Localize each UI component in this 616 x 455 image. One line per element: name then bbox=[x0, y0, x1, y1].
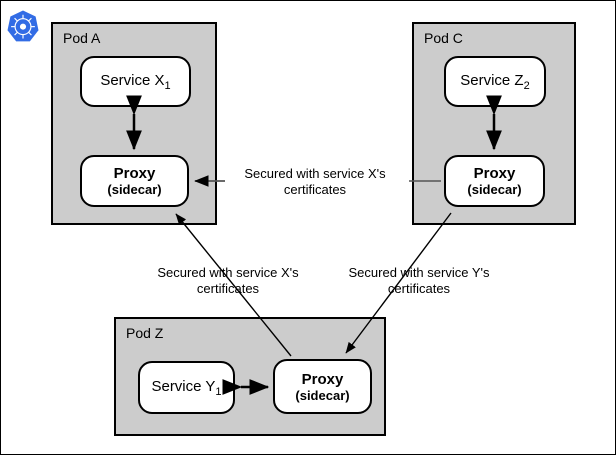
caption-secured-x-lower: Secured with service X's certificates bbox=[157, 265, 299, 297]
proxy-a-node[interactable]: Proxy (sidecar) bbox=[80, 155, 189, 207]
proxy-a-label: Proxy bbox=[113, 165, 156, 182]
pod-a-label: Pod A bbox=[63, 30, 101, 46]
proxy-c-label: Proxy bbox=[473, 165, 516, 182]
proxy-z-label: Proxy bbox=[301, 370, 344, 388]
caption-secured-y-lower: Secured with service Y's certificates bbox=[348, 265, 490, 297]
service-z2-label: Service Z2 bbox=[460, 71, 530, 92]
pod-z-label: Pod Z bbox=[126, 325, 164, 341]
proxy-z-sublabel: (sidecar) bbox=[295, 387, 350, 403]
service-x1-node[interactable]: Service X1 bbox=[80, 56, 191, 107]
kubernetes-logo-icon bbox=[7, 10, 39, 42]
service-x1-label: Service X1 bbox=[100, 71, 171, 92]
proxy-a-sublabel: (sidecar) bbox=[107, 182, 162, 197]
caption-secured-x-middle: Secured with service X's certificates bbox=[244, 166, 386, 198]
pod-c-label: Pod C bbox=[424, 30, 463, 46]
service-z2-subscript: 2 bbox=[523, 79, 530, 92]
service-x1-subscript: 1 bbox=[164, 79, 171, 92]
service-y1-node[interactable]: Service Y1 bbox=[138, 361, 235, 414]
proxy-z-node[interactable]: Proxy (sidecar) bbox=[273, 359, 372, 414]
proxy-c-sublabel: (sidecar) bbox=[467, 182, 522, 197]
proxy-c-node[interactable]: Proxy (sidecar) bbox=[444, 155, 545, 207]
service-y1-subscript: 1 bbox=[215, 385, 222, 398]
service-z2-node[interactable]: Service Z2 bbox=[444, 56, 546, 107]
service-y1-label: Service Y1 bbox=[151, 377, 222, 398]
